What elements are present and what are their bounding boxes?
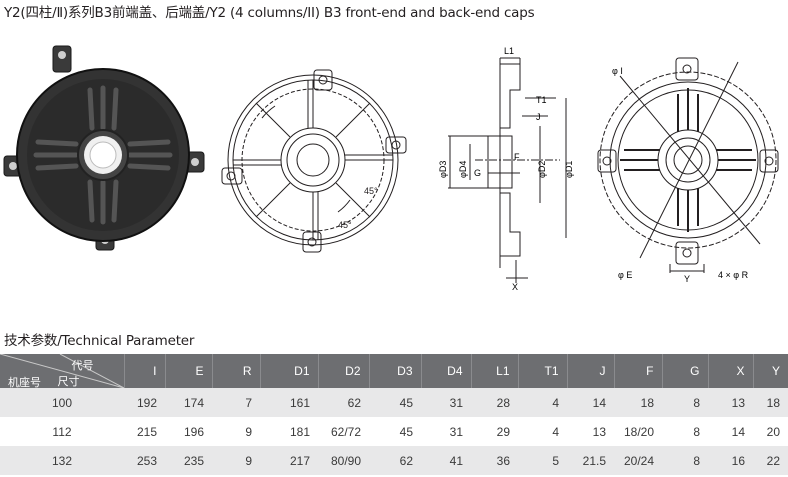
label-F: F: [514, 152, 520, 162]
table-cell: 9: [245, 424, 252, 439]
label-D3: φD3: [438, 161, 448, 178]
table-cell: 22: [753, 446, 788, 475]
column-header: G: [662, 354, 709, 388]
table-cell: 36: [471, 446, 518, 475]
angle-label-top: 45°: [364, 186, 378, 196]
table-cell: 235: [165, 446, 212, 475]
frame-cell: 100: [0, 388, 124, 417]
table-row: 132 253 235 9 217 80/90 62 41 36 5 21.5 …: [0, 446, 788, 475]
column-header: J: [567, 354, 615, 388]
label-D4: φD4: [458, 161, 468, 178]
table-cell: 217: [260, 446, 318, 475]
column-header: T1: [518, 354, 568, 388]
table-cell: 8: [693, 424, 700, 439]
angle-label-bottom: 45°: [338, 220, 352, 230]
table-cell: 20: [766, 424, 780, 439]
label-G: G: [474, 168, 481, 178]
table-cell: 62/72: [330, 424, 361, 439]
section-title: 技术参数/Technical Parameter: [4, 333, 195, 349]
table-cell: 31: [449, 424, 463, 439]
table-cell: 174: [165, 388, 212, 417]
table-corner-cell: 代号 尺寸 机座号: [0, 354, 125, 389]
label-D2: φD2: [537, 161, 547, 178]
column-header: L1: [471, 354, 519, 388]
table-cell: 13: [708, 388, 753, 417]
side-section-drawing: [448, 57, 567, 283]
corner-code-label: 代号: [71, 360, 94, 372]
table-cell: 31: [421, 388, 471, 417]
column-header: X: [708, 354, 754, 388]
label-T1: T1: [536, 95, 547, 105]
drawings-area: 45° 45° L1 T1 J F G X φD3 φD4 φD2 φD1: [3, 45, 779, 292]
table-cell: 16: [708, 446, 753, 475]
front-view-drawing: [221, 69, 407, 253]
table-cell: 45: [399, 424, 413, 439]
corner-frame-label: 机座号: [8, 377, 41, 389]
column-header: D3: [369, 354, 422, 388]
table-cell: 5: [518, 446, 567, 475]
table-cell: 21.5: [567, 446, 614, 475]
table-cell: 215: [136, 424, 157, 439]
technical-parameter-table: 代号 尺寸 机座号 I E R D1 D2 D3 D4 L1 T1 J F G …: [0, 354, 788, 475]
corner-diagonals: [0, 354, 124, 388]
table-cell: 8: [662, 388, 708, 417]
column-header: D4: [421, 354, 472, 388]
table-cell: 20/24: [614, 446, 662, 475]
table-cell: 18: [753, 388, 788, 417]
column-header: D2: [318, 354, 370, 388]
table-cell: 14: [731, 424, 745, 439]
label-holes: 4 × φ R: [718, 270, 749, 280]
table-cell: 7: [212, 388, 260, 417]
table-cell: 18: [614, 388, 662, 417]
label-phi-E: φ E: [618, 270, 632, 280]
table-cell: 45: [369, 388, 421, 417]
table-cell: 4: [518, 388, 567, 417]
table-cell: 9: [212, 446, 260, 475]
cap-photo: [3, 45, 205, 251]
table-cell: 181: [289, 424, 310, 439]
rear-view-drawing: [597, 57, 779, 273]
table-row: 112 215 196 9 181 62/72 45 31 29 4 13 18…: [0, 417, 788, 446]
table-cell: 18/20: [623, 424, 654, 439]
table-cell: 29: [496, 424, 510, 439]
table-cell: 13: [592, 424, 606, 439]
table-row: 100 192 174 7 161 62 45 31 28 4 14 18 8 …: [0, 388, 788, 417]
table-header-row: 代号 尺寸 机座号 I E R D1 D2 D3 D4 L1 T1 J F G …: [0, 354, 788, 389]
table-cell: 192: [124, 388, 165, 417]
label-D1: φD1: [564, 161, 574, 178]
table-cell: 80/90: [318, 446, 369, 475]
column-header: Y: [753, 354, 788, 388]
table-cell: 4: [552, 424, 559, 439]
table-cell: 8: [662, 446, 708, 475]
column-header: D1: [260, 354, 319, 388]
column-header: F: [614, 354, 663, 388]
column-header: E: [165, 354, 213, 388]
column-header: I: [124, 354, 166, 388]
label-J: J: [536, 112, 541, 122]
table-cell: 62: [318, 388, 369, 417]
frame-cell: 132: [0, 446, 124, 475]
label-phi-I: φ I: [612, 66, 623, 76]
table-cell: 62: [369, 446, 421, 475]
table-cell: 41: [421, 446, 471, 475]
label-L1: L1: [504, 46, 514, 56]
table-cell: 14: [567, 388, 614, 417]
table-cell: 161: [260, 388, 318, 417]
label-X: X: [512, 282, 518, 292]
frame-cell: 112: [52, 424, 72, 439]
page-title: Y2(四柱/Ⅱ)系列B3前端盖、后端盖/Y2 (4 columns/II) B3…: [4, 5, 535, 21]
table-cell: 196: [183, 424, 204, 439]
column-header: R: [212, 354, 261, 388]
table-cell: 253: [124, 446, 165, 475]
label-Y: Y: [684, 274, 690, 284]
corner-size-label: 尺寸: [57, 376, 80, 388]
table-cell: 28: [471, 388, 518, 417]
